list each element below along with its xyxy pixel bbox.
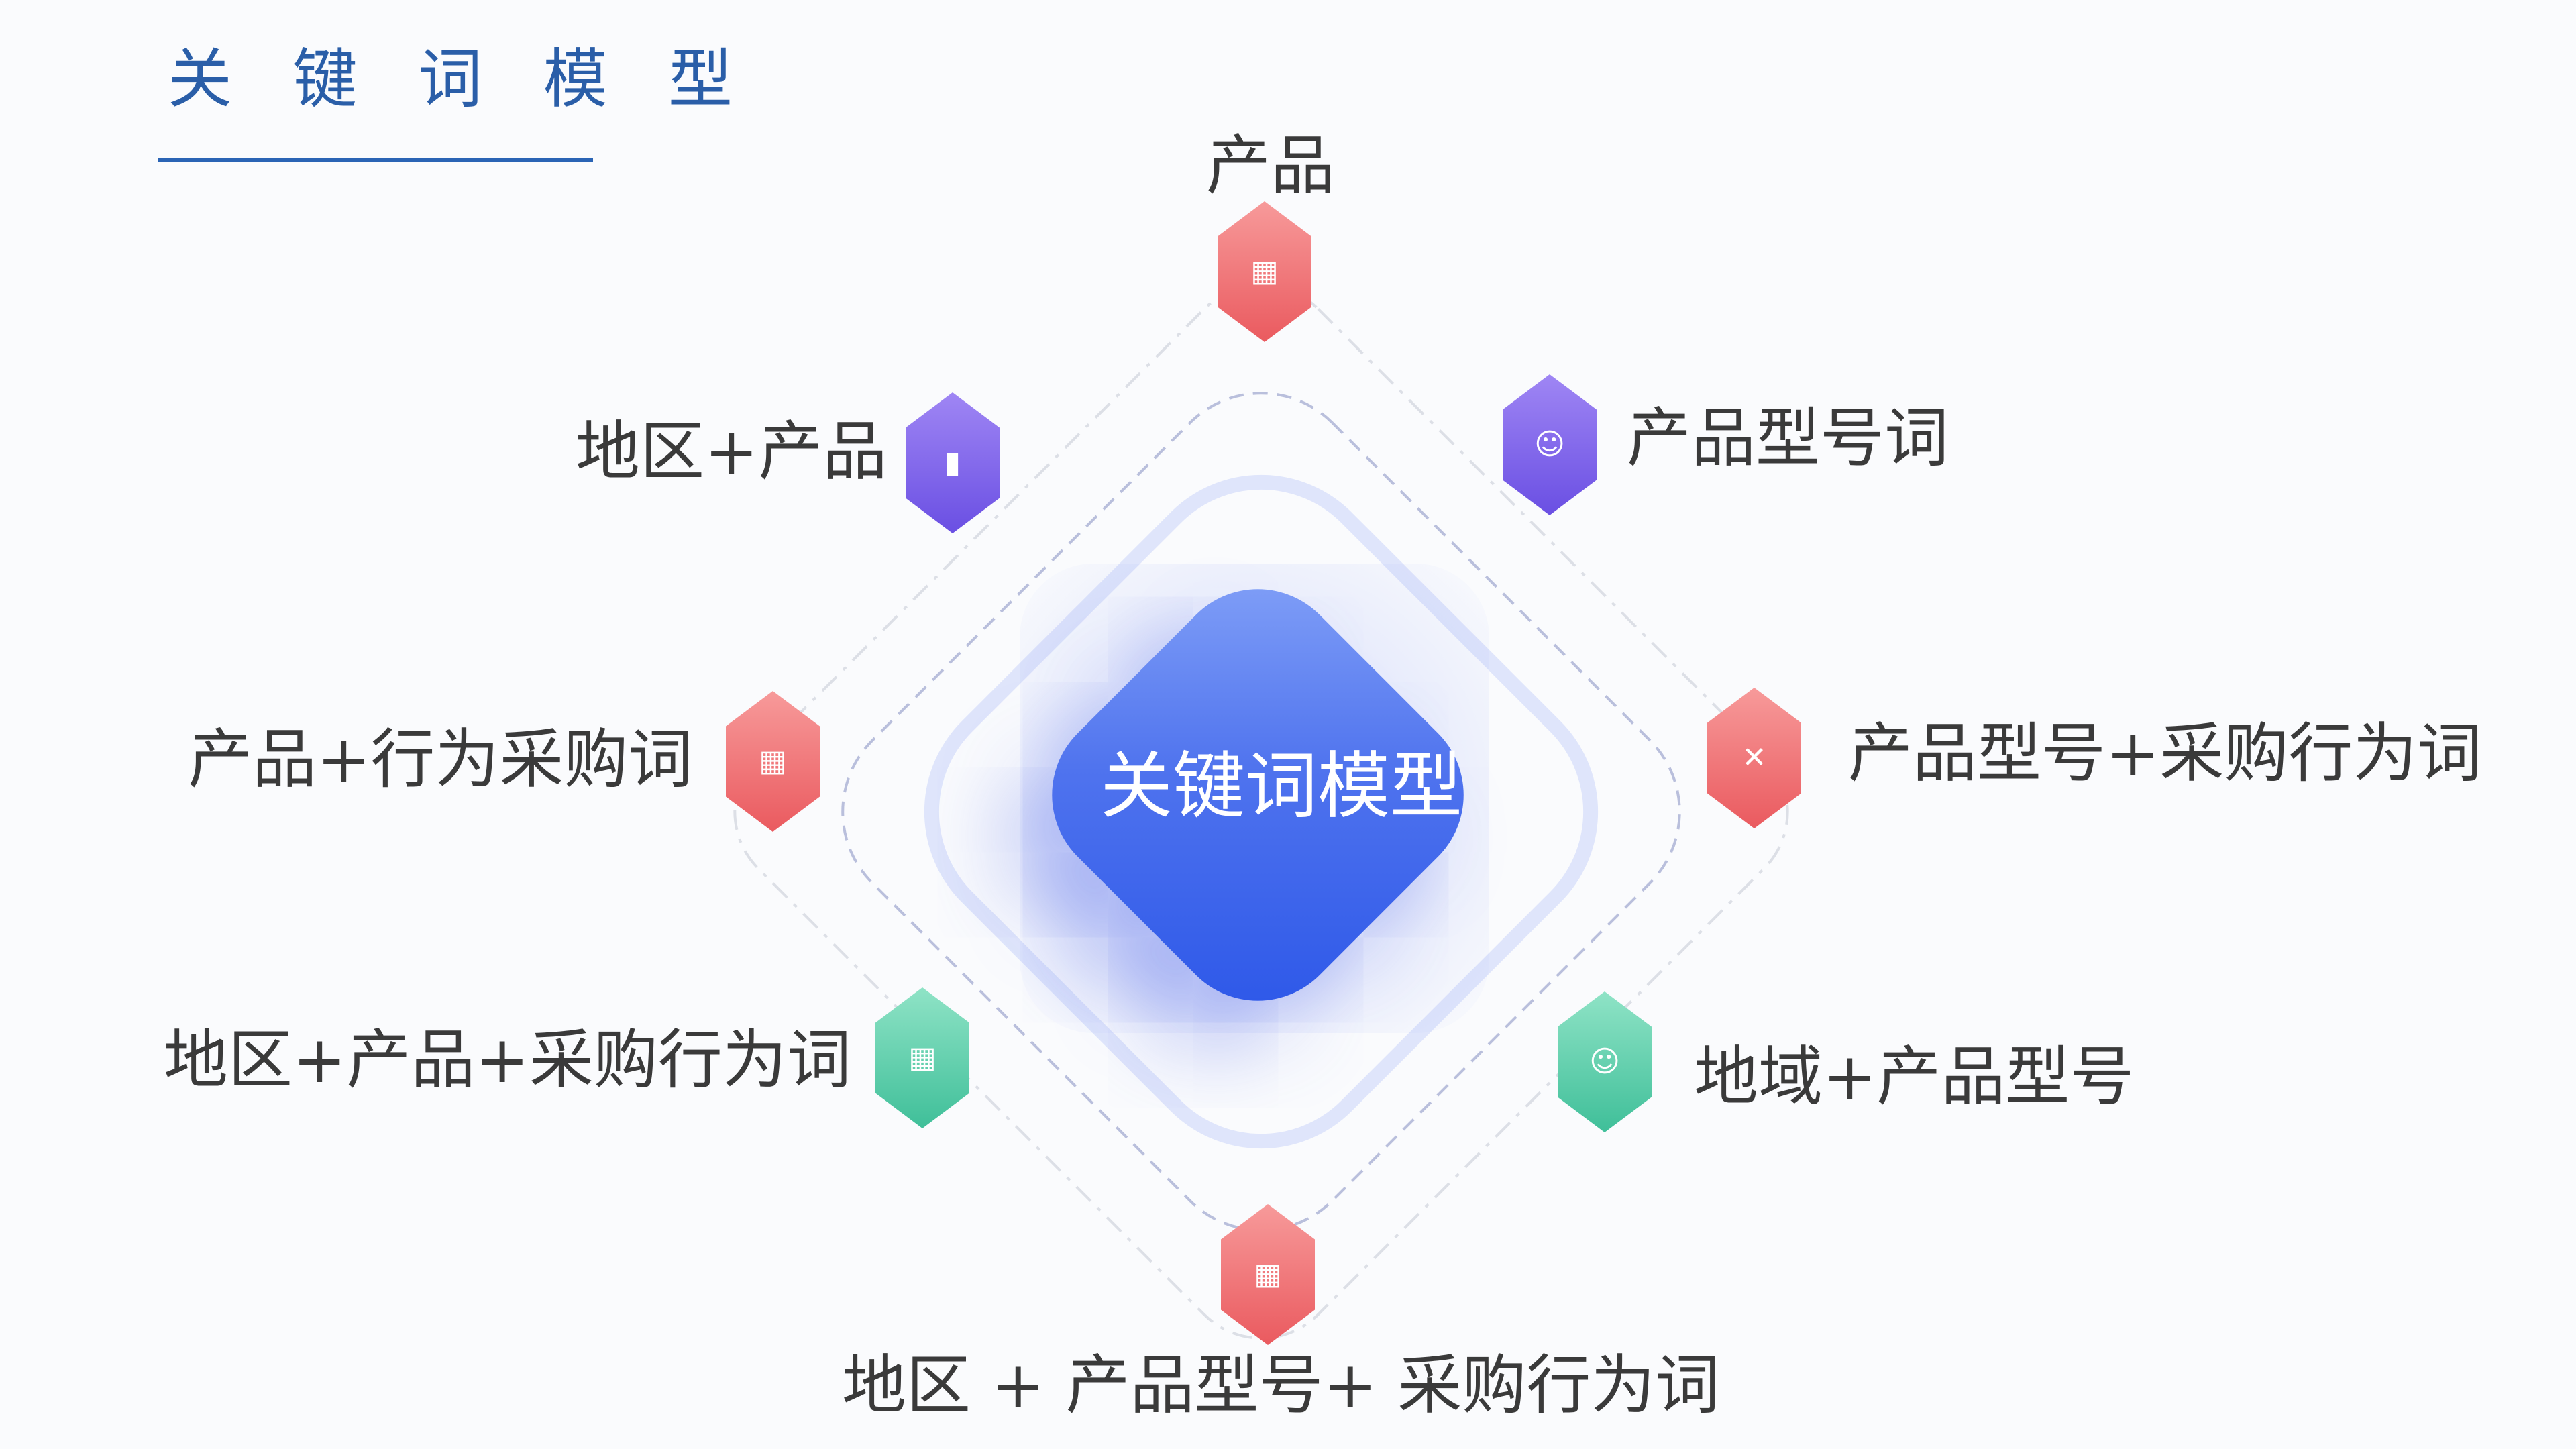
inner-ring bbox=[924, 474, 1599, 1149]
node-hexagon bbox=[875, 987, 969, 1128]
node-product[interactable]: ▦ bbox=[1218, 201, 1311, 342]
node-region-model-purchase[interactable]: ▦ bbox=[1221, 1204, 1315, 1345]
node-label-region-product-purchase: 地区+产品+采购行为词 bbox=[164, 1022, 851, 1097]
node-label-product: 产品 bbox=[1206, 128, 1335, 203]
center-label: 关键词模型 bbox=[1099, 745, 1462, 828]
building-icon: ▦ bbox=[1254, 1257, 1282, 1291]
node-label-region-model-purchase: 地区 + 产品型号+ 采购行为词 bbox=[842, 1348, 1720, 1423]
middle-ring bbox=[841, 392, 1681, 1232]
node-model-word[interactable]: ☺ bbox=[1503, 374, 1597, 515]
node-region-product-purchase[interactable]: ▦ bbox=[875, 987, 969, 1128]
node-label-region-model: 地域+产品型号 bbox=[1694, 1039, 2135, 1114]
building-icon: ▦ bbox=[759, 744, 787, 778]
node-region-product[interactable]: ▮ bbox=[906, 392, 1000, 533]
node-product-behavior[interactable]: ▦ bbox=[726, 691, 820, 832]
title-underline bbox=[158, 158, 593, 162]
page-title: 关 键 词 模 型 bbox=[168, 42, 753, 117]
document-icon: ▮ bbox=[944, 445, 961, 480]
person-icon: ☺ bbox=[1534, 427, 1565, 462]
node-model-purchase[interactable]: ✕ bbox=[1707, 688, 1801, 828]
building-icon: ▦ bbox=[908, 1040, 936, 1075]
person-icon: ☺ bbox=[1589, 1044, 1620, 1079]
node-region-model[interactable]: ☺ bbox=[1558, 991, 1652, 1132]
node-label-model-word: 产品型号词 bbox=[1627, 400, 1949, 476]
node-hexagon bbox=[906, 392, 1000, 533]
node-label-model-purchase: 产品型号+采购行为词 bbox=[1848, 716, 2482, 791]
checklist-icon: ✕ bbox=[1741, 741, 1767, 775]
node-hexagon bbox=[1218, 201, 1311, 342]
building-icon: ▦ bbox=[1250, 254, 1279, 288]
node-hexagon bbox=[726, 691, 820, 832]
node-hexagon bbox=[1221, 1204, 1315, 1345]
node-label-product-behavior: 产品+行为采购词 bbox=[188, 722, 693, 797]
node-label-region-product: 地区+产品 bbox=[576, 414, 888, 489]
outer-ring bbox=[733, 284, 1789, 1340]
